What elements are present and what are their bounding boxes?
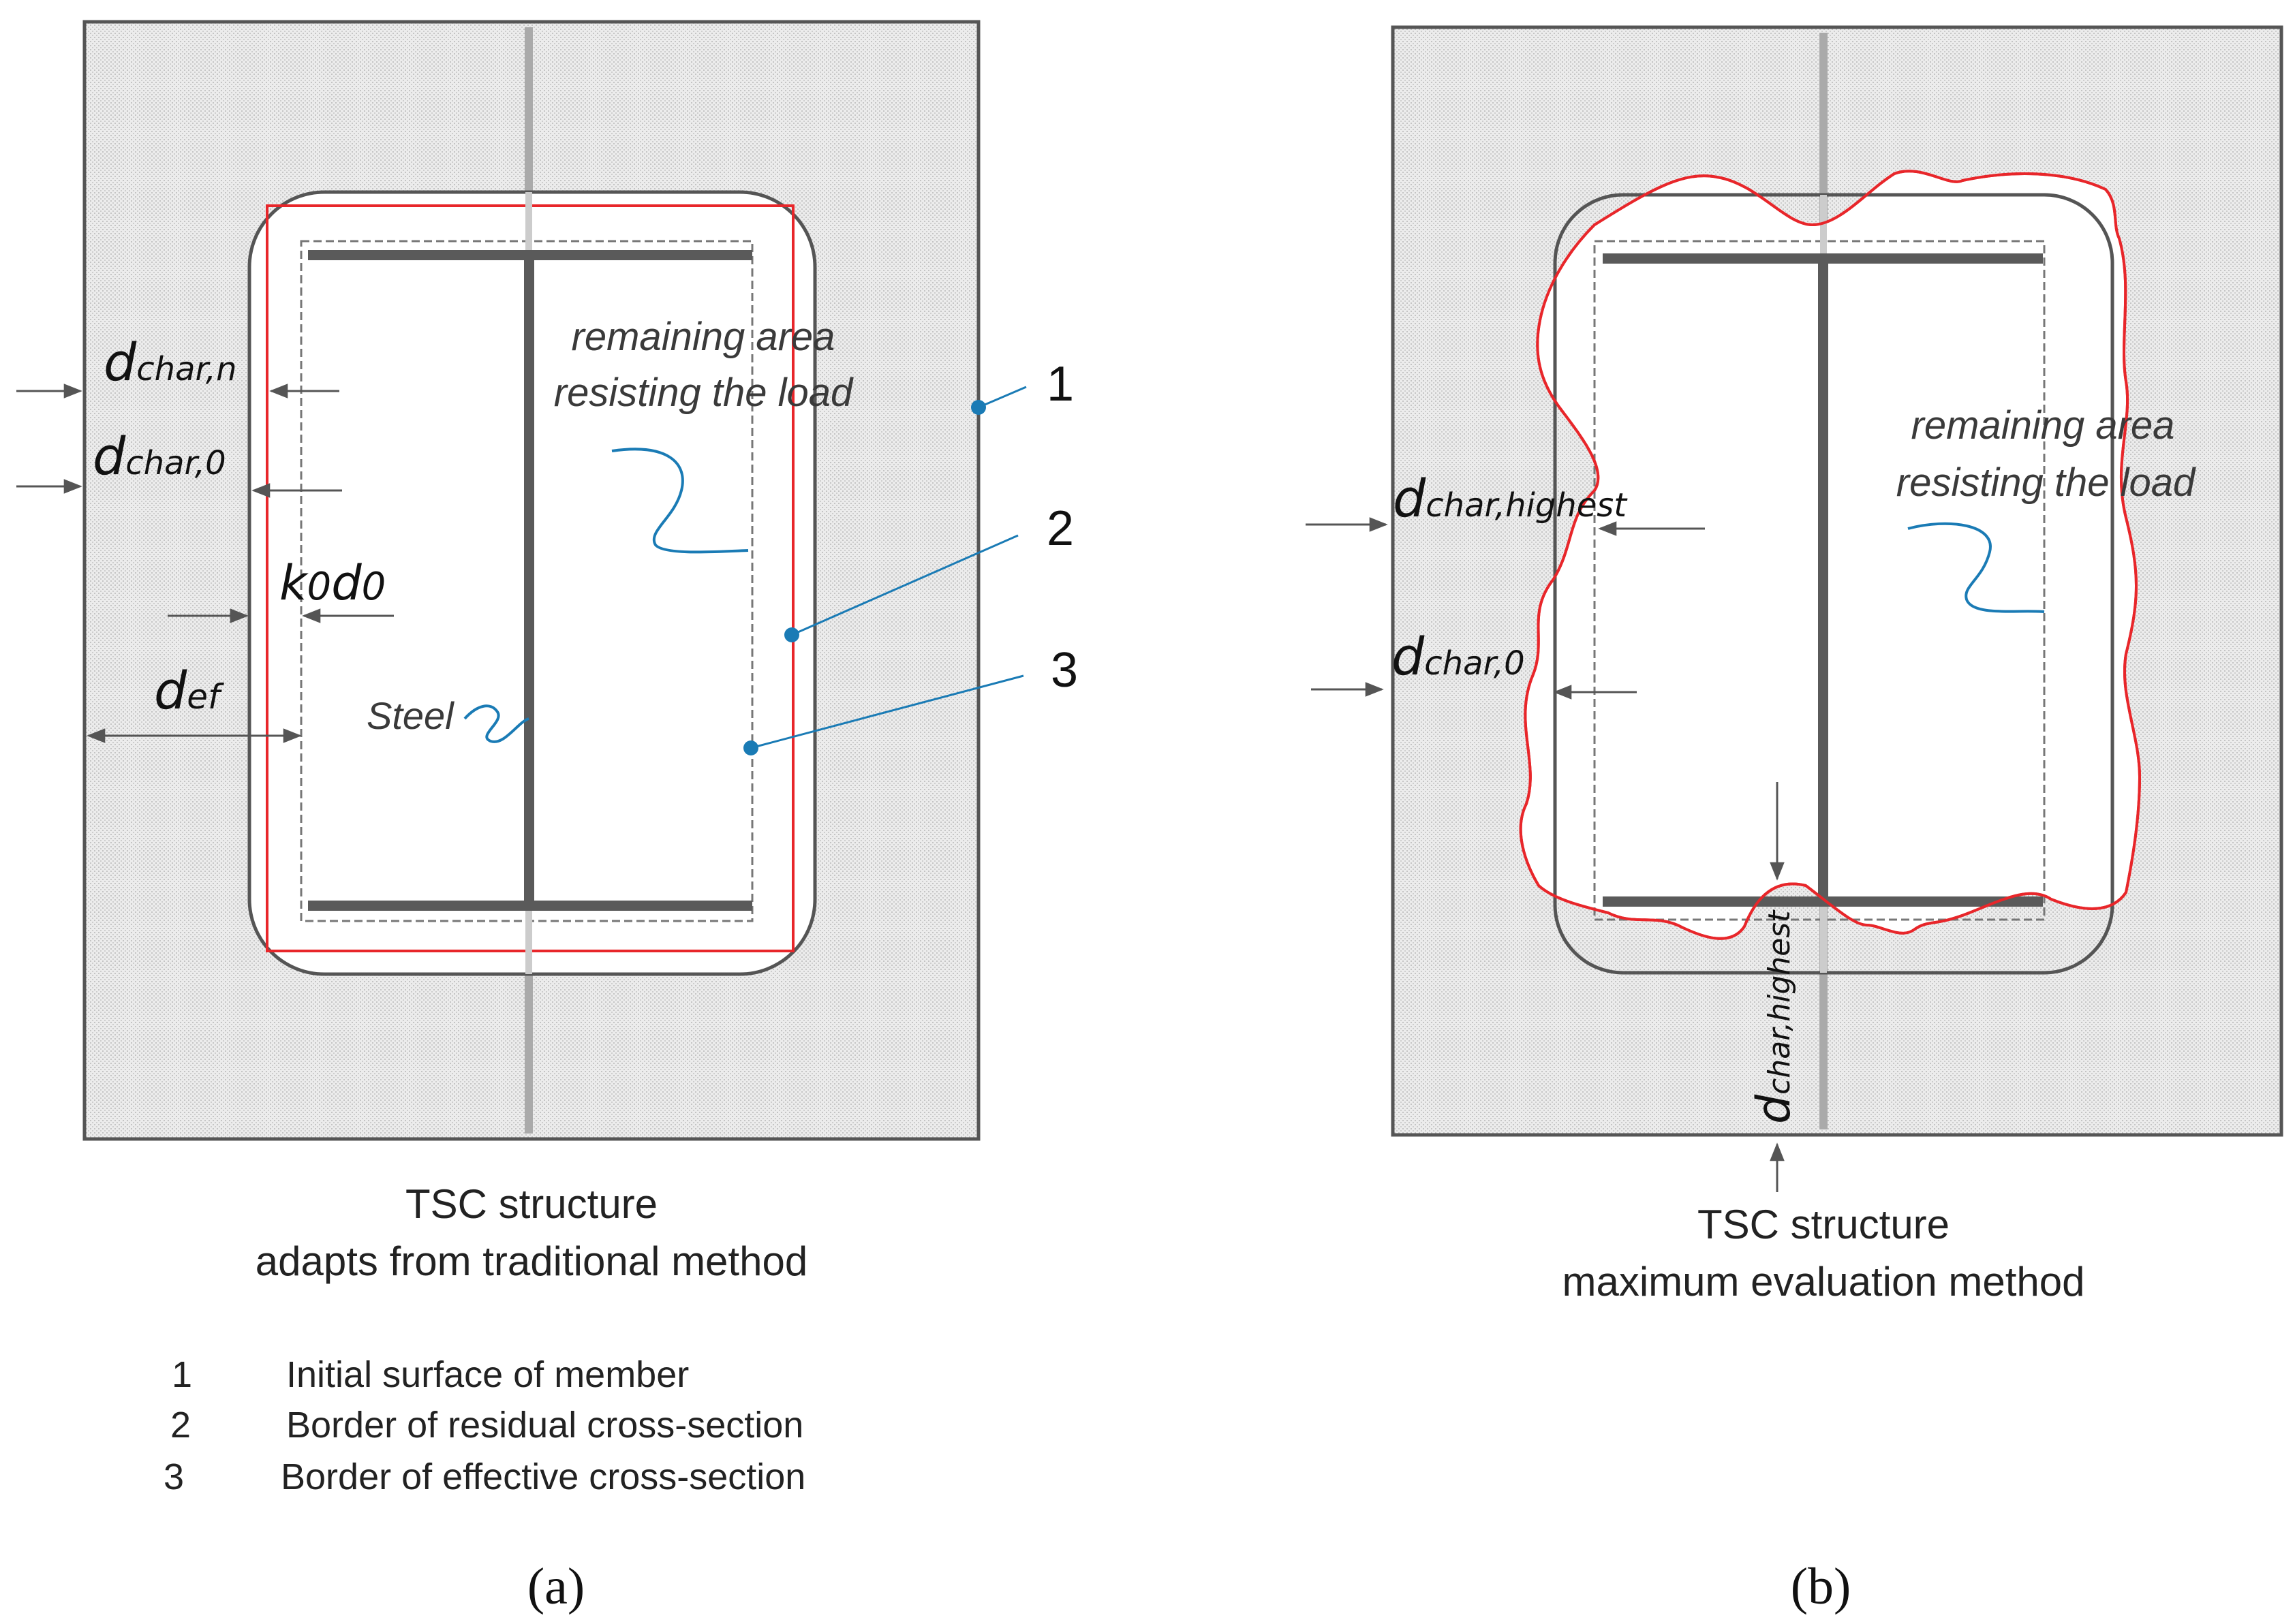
panel-b: remaining area resisting the load dchar,… — [1306, 25, 2283, 1305]
panel-b-steel-web — [1818, 264, 1828, 899]
panel-b-caption-line1: TSC structure — [1697, 1202, 1950, 1247]
legend-num-1: 1 — [172, 1354, 192, 1395]
panel-a: remaining area resisting the load Steel … — [16, 20, 1078, 1284]
panel-b-steel-bottom-flange — [1603, 896, 2043, 907]
panel-b-steel-top-flange — [1603, 253, 2043, 264]
legend-text-2: Border of residual cross-section — [286, 1405, 803, 1446]
panel-a-callout-2-leader — [791, 534, 1019, 636]
panel-a-dchar-n-label: dchar,n — [104, 332, 236, 392]
panel-a-steel-bottom-flange — [308, 901, 752, 911]
panel-a-k0d0-label: k0d0 — [279, 555, 386, 611]
panel-a-callout-1-leader — [978, 386, 1027, 409]
panel-a-area-text-line1: remaining area — [572, 315, 835, 359]
panel-a-caption-line1: TSC structure — [405, 1181, 658, 1227]
panel-a-callout-3-dot — [743, 740, 758, 755]
panel-a-caption-line2: adapts from traditional method — [256, 1238, 807, 1284]
panel-b-rounded-core — [1553, 193, 2114, 975]
panel-a-callout-1: 1 — [1047, 357, 1074, 411]
panel-a-callout-3-leader — [750, 674, 1024, 749]
panel-b-dchar-highest-label: dchar,highest — [1393, 468, 1628, 529]
panel-a-callout-1-dot — [971, 400, 986, 415]
panel-a-steel-squiggle — [463, 704, 529, 743]
panel-a-callout-2: 2 — [1047, 501, 1074, 556]
panel-b-area-text-line1: remaining area — [1911, 403, 2175, 448]
panel-a-label: (a) — [527, 1558, 585, 1615]
legend: 1 Initial surface of member 2 Border of … — [164, 1354, 805, 1497]
panel-b-dchar-0-label: dchar,0 — [1391, 626, 1525, 687]
panel-b-effective-border — [1593, 240, 2046, 921]
panel-a-steel-top-flange — [308, 250, 752, 260]
panel-a-steel-web — [524, 260, 534, 902]
panel-b-area-squiggle — [1907, 522, 2045, 613]
panel-a-callout-3: 3 — [1051, 643, 1078, 698]
legend-num-2: 2 — [170, 1405, 191, 1446]
panel-a-steel-text: Steel — [367, 694, 455, 737]
legend-text-3: Border of effective cross-section — [281, 1456, 805, 1497]
panel-b-dchar-highest-vertical-label: dchar,highest — [1747, 909, 1801, 1124]
panel-a-callout-2-dot — [784, 627, 799, 642]
panel-b-core-fill — [1556, 196, 2111, 971]
panel-a-def-label: def — [154, 660, 224, 721]
panel-b-residual-border-overlay — [1519, 170, 2142, 940]
panel-a-dchar-0-label: dchar,0 — [93, 426, 226, 486]
panel-a-area-text-line2: resisting the load — [554, 371, 854, 415]
legend-text-1: Initial surface of member — [286, 1354, 689, 1395]
panel-b-caption-line2: maximum evaluation method — [1562, 1259, 2084, 1305]
panel-a-area-squiggle — [611, 448, 749, 554]
legend-num-3: 3 — [164, 1456, 184, 1497]
panel-b-area-text-line2: resisting the load — [1896, 460, 2196, 505]
panel-b-label: (b) — [1791, 1558, 1851, 1615]
